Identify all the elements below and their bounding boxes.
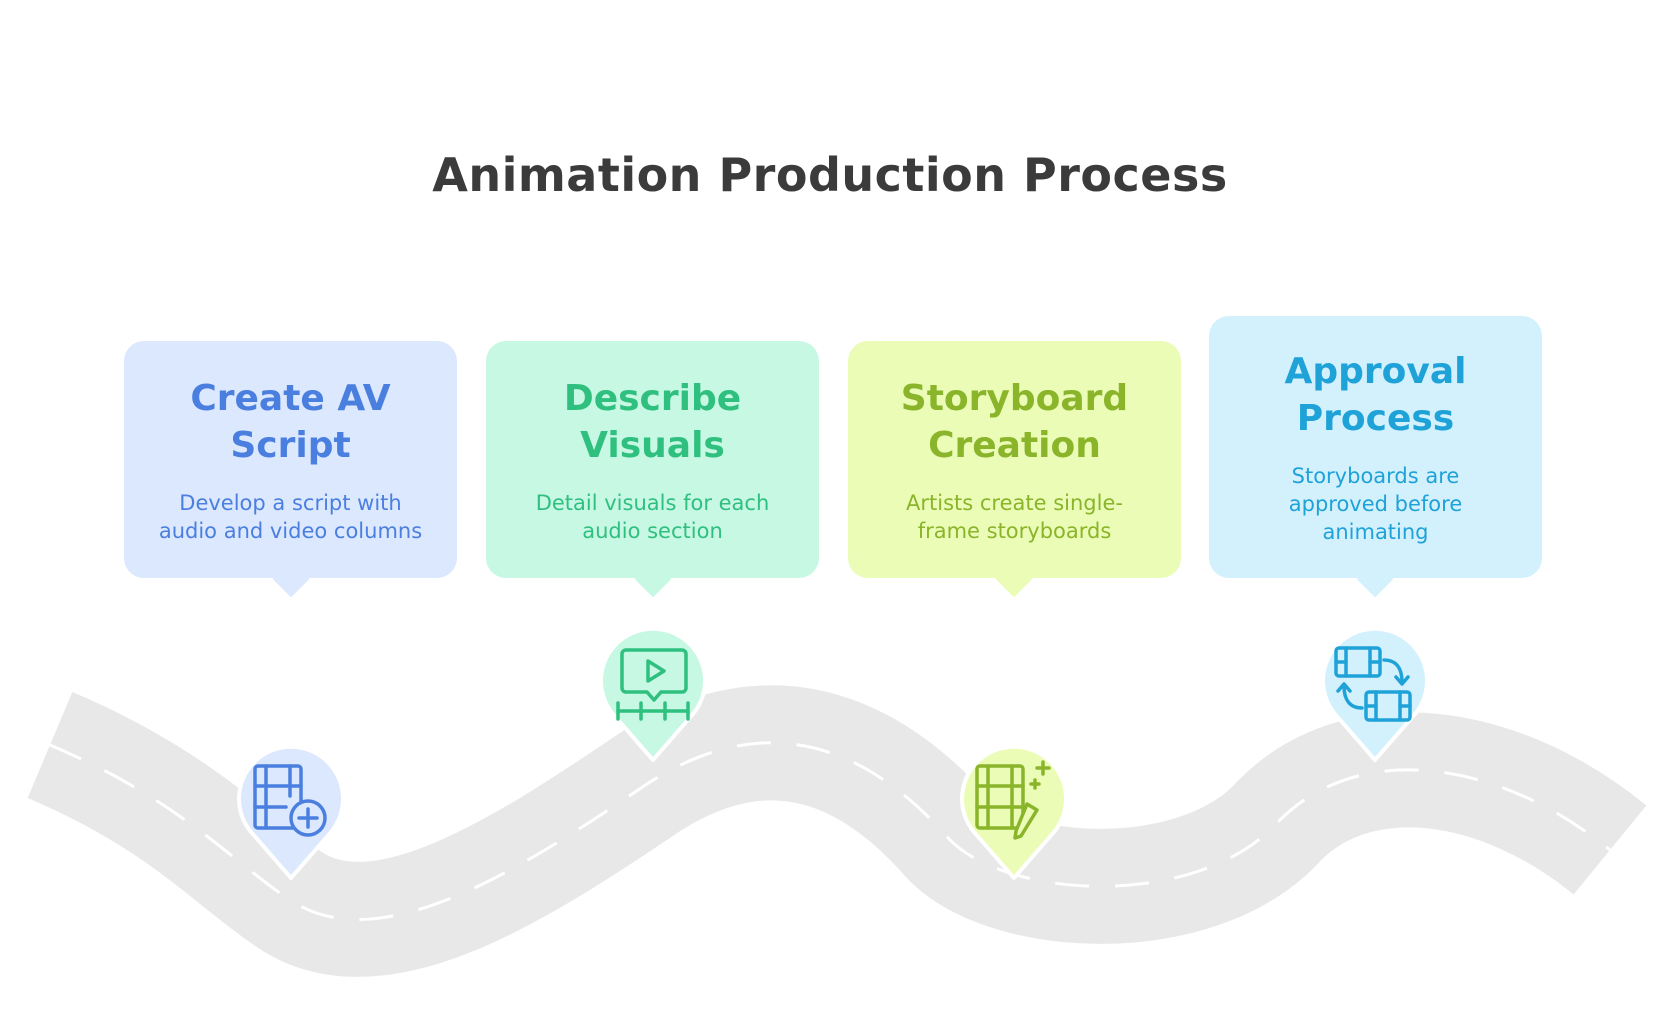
film-add-icon bbox=[253, 764, 327, 837]
step-card-approval: Approval Process Storyboards are approve… bbox=[1209, 316, 1542, 578]
step-title: Storyboard Creation bbox=[900, 377, 1129, 466]
pin-storyboard bbox=[959, 744, 1069, 888]
step-title: Create AV Script bbox=[190, 377, 391, 466]
pin-describe-visuals bbox=[598, 626, 708, 770]
video-timeline-icon bbox=[616, 648, 690, 721]
step-title: Approval Process bbox=[1284, 351, 1467, 439]
step-description: Develop a script with audio and video co… bbox=[158, 490, 423, 543]
step-card-describe-visuals: Describe Visuals Detail visuals for each… bbox=[486, 341, 819, 578]
film-swap-icon bbox=[1334, 646, 1412, 722]
step-card-storyboard: Storyboard Creation Artists create singl… bbox=[848, 341, 1181, 578]
film-edit-icon bbox=[975, 760, 1051, 840]
page-title: Animation Production Process bbox=[432, 148, 1228, 202]
step-description: Storyboards are approved before animatin… bbox=[1288, 464, 1463, 544]
pin-av-script bbox=[236, 744, 346, 888]
pin-approval bbox=[1320, 626, 1430, 770]
step-description: Artists create single-frame storyboards bbox=[906, 490, 1123, 543]
step-description: Detail visuals for each audio section bbox=[535, 490, 770, 543]
step-title: Describe Visuals bbox=[563, 377, 742, 466]
step-card-av-script: Create AV Script Develop a script with a… bbox=[124, 341, 457, 578]
road-band bbox=[27, 685, 1647, 977]
